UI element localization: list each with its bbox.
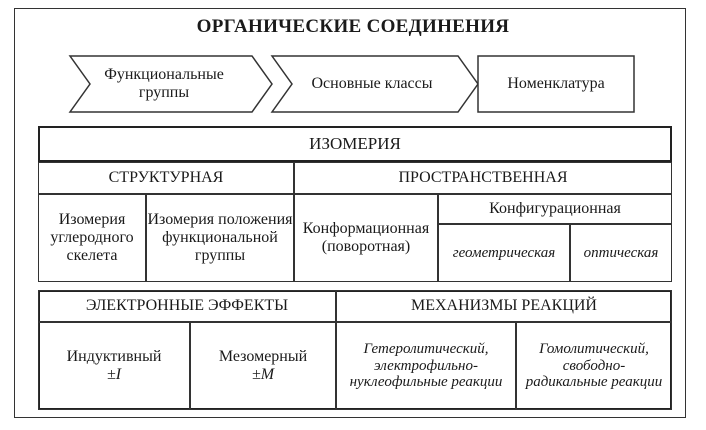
structural-header: СТРУКТУРНАЯ xyxy=(38,162,294,194)
configurational-isomerism: Конфигурационная xyxy=(438,194,672,224)
carbon-skeleton-isomerism: Изомерия углеродного скелета xyxy=(38,194,146,282)
inductive-effect-label: Индуктивный xyxy=(66,348,162,366)
diagram-title: ОРГАНИЧЕСКИЕ СОЕДИНЕНИЯ xyxy=(196,16,510,37)
flow-step-nomenclature: Номенклатура xyxy=(507,74,605,92)
flow-arrow-shape-1 xyxy=(68,55,273,113)
mesomeric-effect: Мезомерный ±M xyxy=(190,322,336,410)
functional-position-isomerism: Изомерия положения функциональной группы xyxy=(146,194,294,282)
flow-arrow-shape-2 xyxy=(270,55,479,113)
heterolytic-mechanism: Гетеролитический, электрофильно-нуклеофи… xyxy=(336,322,516,410)
geometric-isomerism: геометрическая xyxy=(438,224,570,282)
flow-step-functional-groups: Функциональные группы xyxy=(104,65,224,101)
mesomeric-effect-label: Мезомерный xyxy=(218,348,308,366)
spatial-header: ПРОСТРАНСТВЕННАЯ xyxy=(294,162,672,194)
flow-box-shape-3 xyxy=(477,55,635,113)
conformational-isomerism: Конформационная (поворотная) xyxy=(294,194,438,282)
homolytic-mechanism: Гомолитический, свободно-радикальные реа… xyxy=(516,322,672,410)
isomerism-header: ИЗОМЕРИЯ xyxy=(38,126,672,162)
flow-step-main-classes: Основные классы xyxy=(311,74,433,92)
electronic-effects-header: ЭЛЕКТРОННЫЕ ЭФФЕКТЫ xyxy=(38,290,336,322)
reaction-mechanisms-header: МЕХАНИЗМЫ РЕАКЦИЙ xyxy=(336,290,672,322)
optical-isomerism: оптическая xyxy=(570,224,672,282)
mesomeric-effect-symbol: ±M xyxy=(251,366,275,383)
inductive-effect: Индуктивный ±I xyxy=(38,322,190,410)
outer-frame xyxy=(14,8,686,418)
inductive-effect-symbol: ±I xyxy=(106,366,122,383)
